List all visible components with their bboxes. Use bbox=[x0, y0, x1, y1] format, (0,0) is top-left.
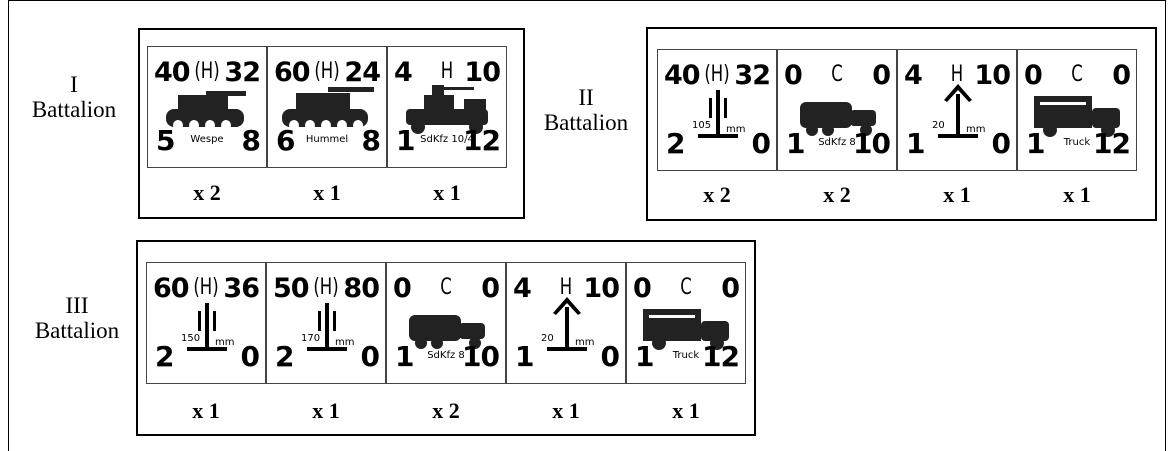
counter-caliber: 105 bbox=[692, 120, 711, 131]
counter-quantity: x 2 bbox=[657, 182, 777, 208]
counter-top-right-value: 32 bbox=[734, 60, 770, 91]
counter-top-right-value: 10 bbox=[464, 57, 500, 88]
battalion-2-numeral: II bbox=[530, 85, 642, 110]
unit-counter: 4H10112SdKfz 10/4 bbox=[387, 46, 507, 168]
counter-caliber-unit: mm bbox=[966, 124, 985, 135]
counter-caliber-unit: mm bbox=[726, 124, 745, 135]
counter-top-right-value: 0 bbox=[1112, 60, 1130, 91]
battalion-1-numeral: I bbox=[18, 72, 130, 97]
counter-bottom-right-value: 0 bbox=[361, 340, 379, 373]
counter-bottom-right-value: 0 bbox=[601, 340, 619, 373]
counter-quantity: x 1 bbox=[146, 398, 266, 424]
counter-top-right-value: 0 bbox=[481, 273, 499, 304]
counter-top-right-value: 36 bbox=[223, 273, 259, 304]
counter-type-code: C bbox=[642, 275, 731, 300]
counter-vehicle-name: Truck bbox=[1018, 137, 1136, 148]
counter-bottom-left-value: 2 bbox=[666, 127, 685, 160]
counter-caliber-unit: mm bbox=[575, 337, 594, 348]
counter-top-right-value: 80 bbox=[343, 273, 379, 304]
counter-quantity: x 1 bbox=[626, 398, 746, 424]
counter-bottom-left-value: 2 bbox=[155, 340, 174, 373]
counter-quantity: x 1 bbox=[387, 180, 507, 206]
battalion-3-numeral: III bbox=[18, 293, 136, 318]
counter-top-right-value: 10 bbox=[974, 60, 1010, 91]
counter-vehicle-name: Wespe bbox=[148, 134, 266, 145]
counter-caliber-unit: mm bbox=[335, 337, 354, 348]
counter-quantity: x 1 bbox=[506, 398, 626, 424]
counter-vehicle-name: Hummel bbox=[268, 134, 386, 145]
counter-quantity: x 1 bbox=[897, 182, 1017, 208]
counter-bottom-right-value: 0 bbox=[992, 127, 1010, 160]
counter-vehicle-name: Truck bbox=[627, 350, 745, 361]
counter-caliber: 170 bbox=[301, 333, 320, 344]
counter-bottom-left-value: 1 bbox=[515, 340, 534, 373]
counter-top-right-value: 32 bbox=[224, 57, 260, 88]
counter-type-code: C bbox=[402, 275, 491, 300]
battalion-3-word: Battalion bbox=[18, 318, 136, 343]
counter-quantity: x 2 bbox=[147, 180, 267, 206]
counter-bottom-right-value: 0 bbox=[241, 340, 259, 373]
counter-quantity: x 2 bbox=[386, 398, 506, 424]
counter-top-right-value: 10 bbox=[583, 273, 619, 304]
counter-vehicle-name: SdKfz 8 bbox=[778, 137, 896, 148]
counter-top-right-value: 24 bbox=[344, 57, 380, 88]
counter-caliber: 20 bbox=[932, 120, 945, 131]
counter-quantity: x 1 bbox=[267, 180, 387, 206]
battalion-1-label: I Battalion bbox=[18, 72, 130, 122]
battalion-2-word: Battalion bbox=[530, 110, 642, 135]
counter-type-code: C bbox=[1033, 62, 1122, 87]
counter-vehicle-name: SdKfz 10/4 bbox=[388, 134, 506, 145]
counter-quantity: x 2 bbox=[777, 182, 897, 208]
counter-top-right-value: 0 bbox=[721, 273, 739, 304]
counter-bottom-left-value: 1 bbox=[906, 127, 925, 160]
counter-caliber: 20 bbox=[541, 333, 554, 344]
counter-bottom-right-value: 0 bbox=[752, 127, 770, 160]
battalion-3-label: III Battalion bbox=[18, 293, 136, 343]
battalion-2-label: II Battalion bbox=[530, 85, 642, 135]
counter-caliber-unit: mm bbox=[215, 337, 234, 348]
counter-quantity: x 1 bbox=[266, 398, 386, 424]
battalion-1-word: Battalion bbox=[18, 97, 130, 122]
counter-type-code: C bbox=[793, 62, 882, 87]
counter-top-right-value: 0 bbox=[872, 60, 890, 91]
counter-bottom-left-value: 2 bbox=[275, 340, 294, 373]
counter-caliber: 150 bbox=[181, 333, 200, 344]
counter-quantity: x 1 bbox=[1017, 182, 1137, 208]
counter-vehicle-name: SdKfz 8 bbox=[387, 350, 505, 361]
